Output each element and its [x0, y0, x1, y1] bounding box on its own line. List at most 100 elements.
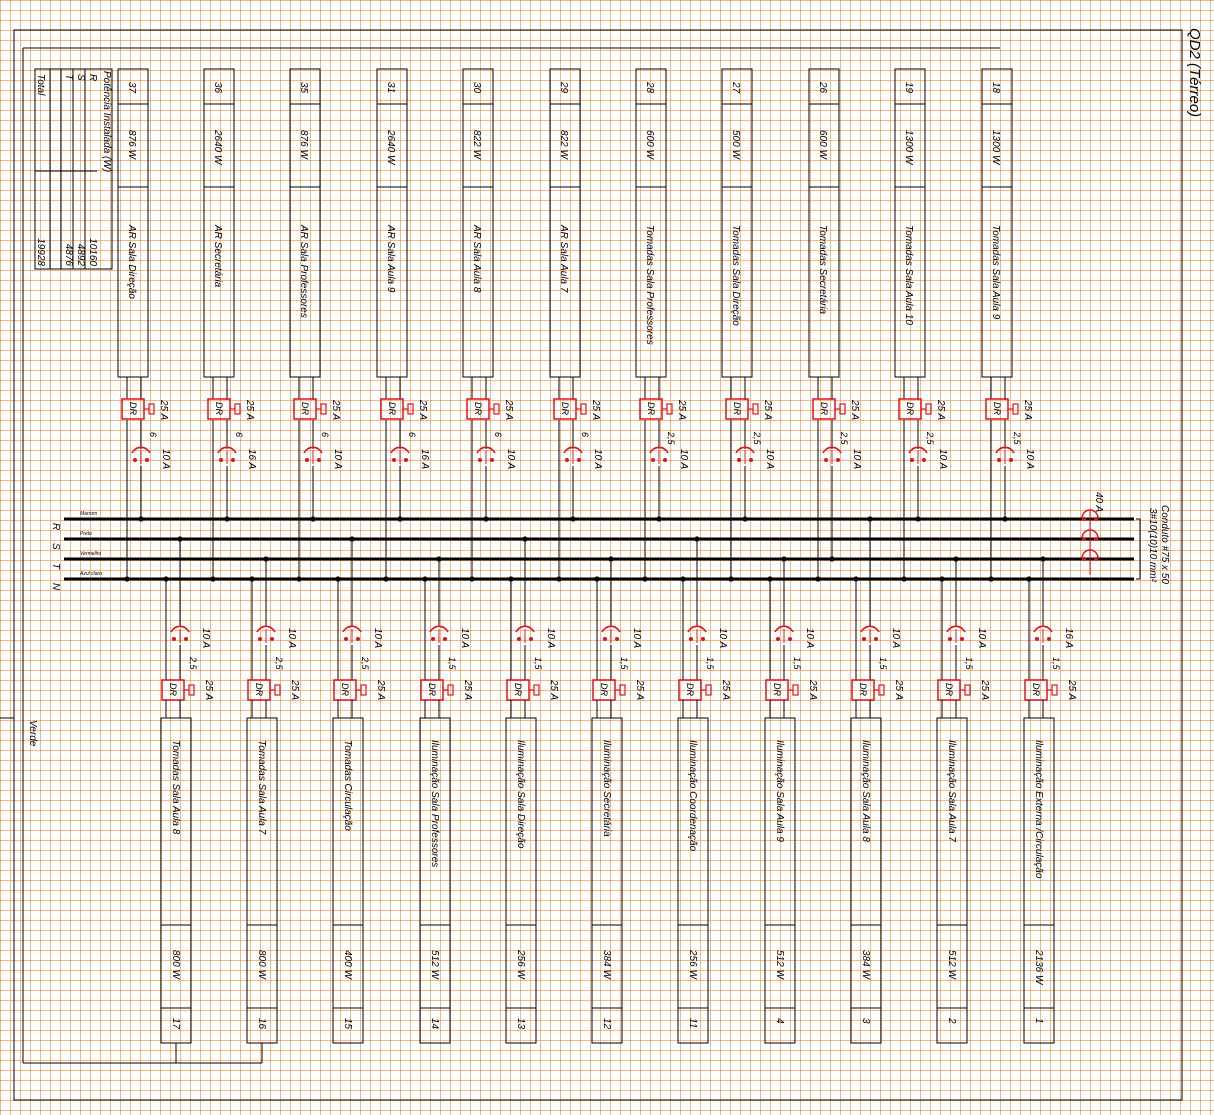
cable-gauge: 6 — [148, 432, 158, 437]
circuit-power: 600 W — [644, 130, 655, 160]
circuit-power: 876 W — [126, 130, 137, 160]
breaker-contact — [874, 637, 878, 641]
dr-label: DR — [685, 683, 695, 696]
dr-test-button — [666, 403, 673, 415]
dr-test-button — [188, 684, 195, 696]
breaker-rating: 16 A — [246, 449, 257, 470]
circuit-power: 384 W — [860, 950, 871, 980]
breaker-arc — [217, 446, 237, 454]
junction-dot — [296, 576, 302, 582]
junction-dot — [939, 576, 945, 582]
circuit-power: 1300 W — [903, 130, 914, 166]
junction-dot — [694, 536, 700, 542]
cable-gauge: 1,5 — [878, 657, 888, 671]
cable-gauge: 2,5 — [360, 656, 370, 671]
page-title: QD2 (Térreo) — [1186, 28, 1203, 117]
dr-label: DR — [732, 402, 742, 415]
circuit-name: Tomadas Sala Direção — [730, 225, 741, 326]
breaker-rating: 10 A — [286, 628, 297, 649]
junction-dot — [177, 536, 183, 542]
breaker-rating: 16 A — [1063, 628, 1074, 649]
circuit-power: 256 W — [687, 949, 698, 980]
breaker-contact — [529, 637, 533, 641]
breaker-arc — [995, 446, 1015, 454]
cable-gauge: 2,5 — [274, 656, 284, 671]
circuit-box — [635, 68, 667, 378]
dr-label: DR — [905, 402, 915, 415]
breaker-contact — [663, 458, 667, 462]
circuit-power: 822 W — [558, 130, 569, 160]
breaker-contact — [948, 637, 952, 641]
circuit-box — [764, 717, 796, 1044]
circuit-number: 18 — [990, 82, 1001, 94]
breaker-rating: 10 A — [764, 449, 775, 470]
circuit-name: Iluminação Secretária — [601, 740, 612, 837]
breaker-arc — [860, 625, 880, 633]
circuit-name: Tomadas Sala Professores — [644, 225, 655, 345]
circuit-box — [462, 68, 494, 378]
circuit-number: 27 — [730, 81, 741, 94]
junction-dot — [422, 576, 428, 582]
circuit-box — [677, 717, 709, 1044]
dr-rating: 25 A — [634, 679, 645, 701]
dr-test-button — [148, 403, 155, 415]
breaker-rating: 10 A — [976, 628, 987, 649]
junction-dot — [781, 556, 787, 562]
breaker-arc — [774, 625, 794, 633]
breaker-contact — [737, 458, 741, 462]
breaker-arc — [131, 446, 151, 454]
breaker-contact — [305, 458, 309, 462]
breaker-contact — [1094, 517, 1098, 521]
breaker-contact — [788, 637, 792, 641]
breaker-arc — [390, 446, 410, 454]
circuit-name: Tomadas Secretária — [817, 225, 828, 315]
breaker-contact — [1009, 458, 1013, 462]
breaker-contact — [219, 458, 223, 462]
dr-label: DR — [168, 683, 178, 696]
junction-dot — [853, 576, 859, 582]
table-phase-value: 4892 — [75, 244, 86, 267]
breaker-rating: 10 A — [804, 628, 815, 649]
circuit-box — [117, 68, 149, 378]
dr-label: DR — [599, 683, 609, 696]
circuit-number: 19 — [903, 82, 914, 94]
circuit-name: AR Sala Direção — [126, 224, 137, 299]
breaker-contact — [356, 637, 360, 641]
dr-rating: 25 A — [158, 399, 169, 421]
breaker-contact — [824, 458, 828, 462]
breaker-arc — [476, 446, 496, 454]
breaker-contact — [431, 637, 435, 641]
junction-dot — [138, 516, 144, 522]
bus-label: N — [50, 583, 61, 591]
breaker-contact — [651, 458, 655, 462]
circuit-name: Tomadas Sala Aula 9 — [990, 225, 1001, 320]
breaker-contact — [1094, 537, 1098, 541]
dr-rating: 25 A — [935, 399, 946, 421]
dr-test-button — [447, 684, 454, 696]
circuit-name: Tomadas Sala Aula 8 — [170, 740, 181, 835]
junction-dot — [383, 576, 389, 582]
circuit-power: 512 W — [774, 950, 785, 980]
bus-label: T — [50, 563, 61, 570]
junction-dot — [483, 516, 489, 522]
cable-gauge: 6 — [234, 432, 244, 437]
circuit-name: AR Sala Aula 7 — [558, 224, 569, 293]
breaker-rating: 10 A — [631, 628, 642, 649]
junction-dot — [556, 576, 562, 582]
breaker-arc — [649, 446, 669, 454]
cable-gauge: 1,5 — [447, 657, 457, 671]
circuit-power: 256 W — [515, 949, 526, 980]
circuit-box — [591, 717, 623, 1044]
breaker-contact — [344, 637, 348, 641]
dr-rating: 25 A — [807, 679, 818, 701]
cable-gauge: 2,5 — [188, 656, 198, 671]
breaker-contact — [133, 458, 137, 462]
